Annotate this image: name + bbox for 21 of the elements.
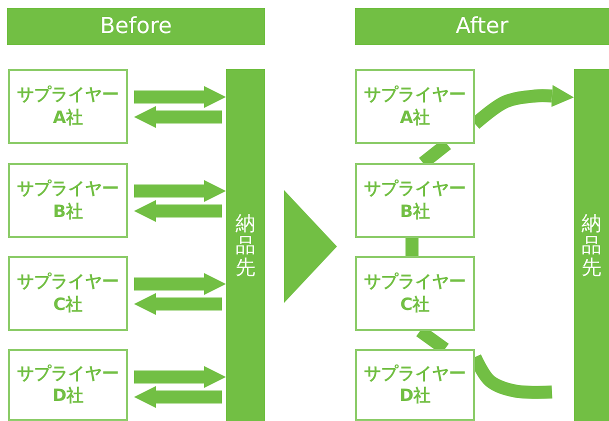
supplier-box: サプライヤーA社 — [8, 69, 128, 144]
delivery-arrow — [134, 293, 222, 315]
supplier-box: サプライヤーB社 — [8, 163, 128, 238]
supplier-box: サプライヤーA社 — [355, 69, 475, 144]
delivery-destination-bar: 納品先 — [574, 69, 609, 421]
delivery-arrow — [134, 86, 226, 108]
panel-header: After — [355, 8, 609, 45]
supplier-box: サプライヤーD社 — [8, 349, 128, 421]
supplier-box: サプライヤーB社 — [355, 163, 475, 238]
delivery-arrow — [134, 200, 222, 222]
delivery-arrow — [134, 386, 222, 408]
transition-chevron — [284, 190, 337, 303]
panel-header: Before — [7, 8, 265, 45]
delivery-arrow — [134, 366, 226, 388]
supplier-box: サプライヤーC社 — [8, 256, 128, 331]
supplier-box: サプライヤーD社 — [355, 349, 475, 421]
delivery-arrow — [134, 106, 222, 128]
delivery-arrow — [134, 180, 226, 202]
delivery-arrow — [134, 273, 226, 295]
delivery-destination-bar: 納品先 — [226, 69, 265, 421]
supplier-box: サプライヤーC社 — [355, 256, 475, 331]
